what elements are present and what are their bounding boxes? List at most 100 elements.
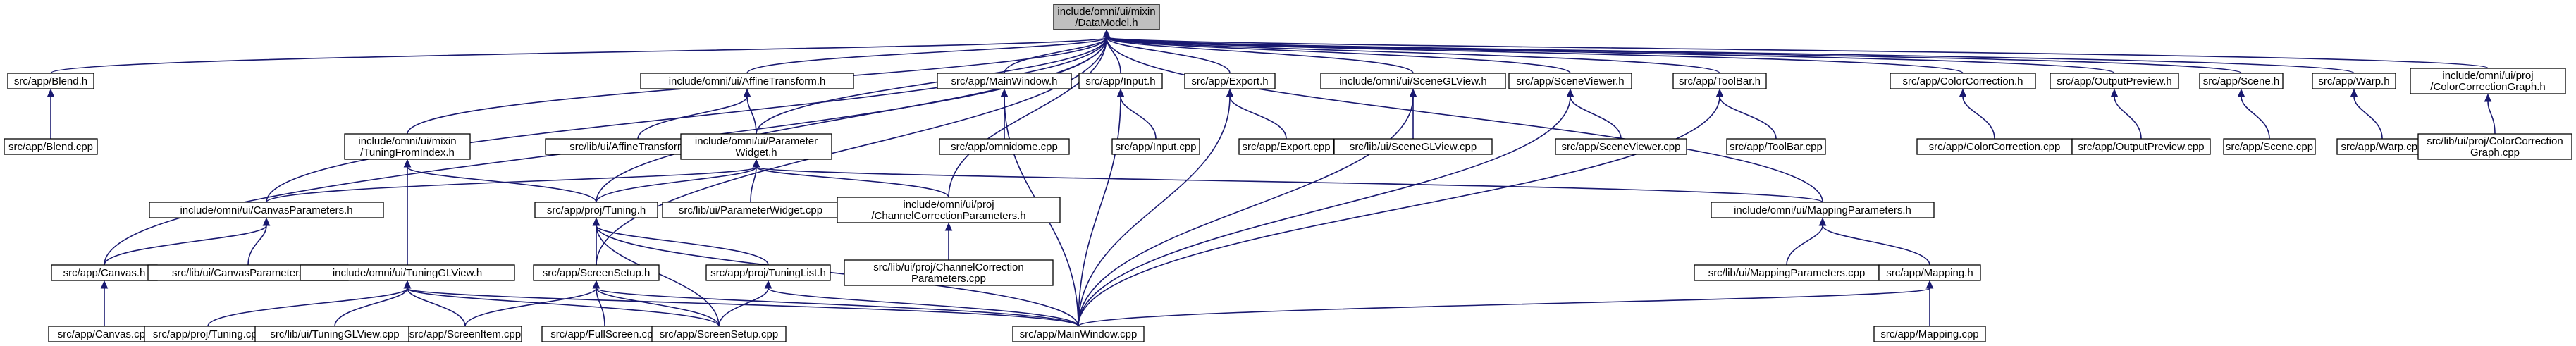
file-node-tuningglview_h[interactable]: include/omni/ui/TuningGLView.h [300,264,515,281]
file-node-label: src/app/proj/Tuning.h [547,204,646,216]
file-node-canvas_h[interactable]: src/app/Canvas.h [51,264,158,281]
file-node-outputpreview_h[interactable]: src/app/OutputPreview.h [2050,73,2179,89]
file-node-label: src/app/ScreenSetup.h [543,267,651,279]
file-node-ccgraph_cpp[interactable]: src/lib/ui/proj/ColorCorrectionGraph.cpp [2417,133,2572,160]
edge-warp_h-includes-datamodel [1102,29,2355,74]
file-node-label: src/app/MainWindow.h [951,75,1058,87]
edge-scene_cpp-includes-scene_h [2237,88,2270,140]
file-node-sceneviewer_cpp[interactable]: src/app/SceneViewer.cpp [1555,138,1687,155]
file-node-blend_cpp[interactable]: src/app/Blend.cpp [4,138,98,155]
edge-mappingparams_h-includes-paramwidget_h [752,159,1823,203]
file-node-label: src/app/FullScreen.cpp [550,328,658,340]
file-node-label: src/app/SceneViewer.h [1516,75,1624,87]
edge-mainwindow_cpp-includes-toolbar_h [1078,88,1724,327]
file-node-mappingparams_h[interactable]: include/omni/ui/MappingParameters.h [1711,202,1935,218]
file-node-label: src/app/Warp.h [2318,75,2389,87]
file-node-canvasparams_cpp[interactable]: src/lib/ui/CanvasParameters.cpp [147,264,349,281]
file-node-label: Parameters.cpp [911,273,986,285]
file-node-label: src/app/Mapping.h [1886,267,1973,279]
file-node-screensetup_cpp[interactable]: src/app/ScreenSetup.cpp [651,326,787,342]
dependency-edges [47,29,2496,327]
edge-paramwidget_h-includes-affine_h [743,88,757,135]
file-node-warp_cpp[interactable]: src/app/Warp.cpp [2336,138,2428,155]
file-node-toolbar_cpp[interactable]: src/app/ToolBar.cpp [1726,138,1826,155]
edge-mainwindow_cpp-includes-tuninglist_h [764,280,1079,327]
file-node-mainwindow_cpp[interactable]: src/app/MainWindow.cpp [1012,326,1145,342]
file-node-scene_cpp[interactable]: src/app/Scene.cpp [2223,138,2316,155]
file-node-chancorrparams_cpp[interactable]: src/lib/ui/proj/ChannelCorrectionParamet… [844,259,1054,286]
file-node-affine_h[interactable]: include/omni/ui/AffineTransform.h [640,73,854,89]
file-node-tuning_h[interactable]: src/app/proj/Tuning.h [534,202,658,218]
file-node-canvasparams_h[interactable]: include/omni/ui/CanvasParameters.h [149,202,384,218]
edge-mapping_h-includes-mappingparams_h [1818,217,1930,266]
file-node-label: src/app/OutputPreview.h [2057,75,2171,87]
file-node-outputpreview_cpp[interactable]: src/app/OutputPreview.cpp [2071,138,2211,155]
file-node-paramwidget_cpp[interactable]: src/lib/ui/ParameterWidget.cpp [662,202,839,218]
file-node-omnidome_cpp[interactable]: src/app/omnidome.cpp [939,138,1070,155]
edge-chancorrparams_cpp-includes-chancorrparams_h [944,222,953,260]
file-node-label: Graph.cpp [2470,147,2520,159]
file-node-label: src/app/Export.h [1191,75,1268,87]
file-node-mapping_cpp[interactable]: src/app/Mapping.cpp [1873,326,1986,342]
file-node-mainwindow_h[interactable]: src/app/MainWindow.h [937,73,1072,89]
file-node-label: src/app/omnidome.cpp [951,141,1058,153]
file-node-label: src/app/Canvas.cpp [58,328,152,340]
file-node-screenitem_cpp[interactable]: src/app/ScreenItem.cpp [408,326,522,342]
file-node-label: src/lib/ui/CanvasParameters.cpp [172,267,324,279]
edge-affine_h-includes-datamodel [746,29,1111,74]
edge-blend_cpp-includes-blend_h [47,88,55,139]
file-node-sceneglview_h[interactable]: include/omni/ui/SceneGLView.h [1320,73,1506,89]
file-node-canvas_cpp[interactable]: src/app/Canvas.cpp [48,326,161,342]
file-node-label: src/app/Blend.h [14,75,87,87]
file-node-label: src/lib/ui/ParameterWidget.cpp [679,204,822,216]
file-node-paramwidget_h[interactable]: include/omni/ui/ParameterWidget.h [680,133,832,160]
file-node-tuning_cpp[interactable]: src/app/proj/Tuning.cpp [144,326,272,342]
edge-screensetup_cpp-includes-tuningglview_h [403,280,720,327]
file-node-mappingparams_cpp[interactable]: src/lib/ui/MappingParameters.cpp [1694,264,1880,281]
file-node-colorcorr_cpp[interactable]: src/app/ColorCorrection.cpp [1916,138,2073,155]
edge-canvas_h-includes-canvasparams_h [104,217,271,266]
file-node-tuningfromindex_h[interactable]: include/omni/ui/mixin/TuningFromIndex.h [344,133,471,160]
file-node-label: include/omni/ui/AffineTransform.h [669,75,826,87]
edge-canvasparams_cpp-includes-canvasparams_h [247,217,271,266]
file-node-colorcorr_h[interactable]: src/app/ColorCorrection.h [1890,73,2036,89]
file-node-label: include/omni/ui/proj [903,199,994,211]
file-node-tuninglist_h[interactable]: src/app/proj/TuningList.h [705,264,831,281]
edge-screenitem_cpp-includes-tuningglview_h [403,280,466,327]
file-node-label: include/omni/ui/CanvasParameters.h [180,204,352,216]
file-node-label: src/lib/ui/proj/ChannelCorrection [873,261,1023,273]
file-node-export_h[interactable]: src/app/Export.h [1184,73,1276,89]
edge-mainwindow_cpp-includes-input_h [1078,88,1125,327]
file-node-warp_h[interactable]: src/app/Warp.h [2312,73,2396,89]
file-node-datamodel[interactable]: include/omni/ui/mixin/DataModel.h [1053,4,1160,30]
file-node-scene_h[interactable]: src/app/Scene.h [2199,73,2284,89]
file-node-label: src/app/ToolBar.cpp [1730,141,1823,153]
file-node-label: src/lib/ui/proj/ColorCorrection [2427,135,2563,147]
file-node-ccgraph_h[interactable]: include/omni/ui/proj/ColorCorrectionGrap… [2410,68,2566,94]
edge-toolbar_cpp-includes-toolbar_h [1715,88,1777,140]
edge-outputpreview_cpp-includes-outputpreview_h [2110,88,2142,140]
file-node-sceneviewer_h[interactable]: src/app/SceneViewer.h [1508,73,1632,89]
file-node-fullscreen_cpp[interactable]: src/app/FullScreen.cpp [541,326,668,342]
edge-sceneglview_h-includes-datamodel [1102,29,1414,74]
edge-mainwindow_cpp-includes-sceneglview_h [1078,88,1417,327]
file-node-export_cpp[interactable]: src/app/Export.cpp [1238,138,1334,155]
file-node-input_cpp[interactable]: src/app/Input.cpp [1111,138,1200,155]
file-node-label: src/lib/ui/AffineTransform.cpp [569,141,705,153]
edge-ccgraph_cpp-includes-ccgraph_h [2484,93,2496,135]
file-node-tuningglview_cpp[interactable]: src/lib/ui/TuningGLView.cpp [254,326,415,342]
edge-mappingparams_h-includes-datamodel [1102,29,1823,203]
file-node-sceneglview_cpp[interactable]: src/lib/ui/SceneGLView.cpp [1333,138,1493,155]
file-node-screensetup_h[interactable]: src/app/ScreenSetup.h [533,264,660,281]
edge-colorcorr_cpp-includes-colorcorr_h [1959,88,1995,140]
file-node-mapping_h[interactable]: src/app/Mapping.h [1878,264,1981,281]
file-node-input_h[interactable]: src/app/Input.h [1078,73,1163,89]
file-node-blend_h[interactable]: src/app/Blend.h [7,73,94,89]
file-node-label: src/app/ColorCorrection.cpp [1929,141,2061,153]
file-node-toolbar_h[interactable]: src/app/ToolBar.h [1672,73,1767,89]
file-node-label: src/app/Warp.cpp [2341,141,2424,153]
file-node-chancorrparams_h[interactable]: include/omni/ui/proj/ChannelCorrectionPa… [837,197,1061,223]
file-node-label: include/omni/ui/mixin [358,135,456,147]
file-node-label: /TuningFromIndex.h [360,147,455,159]
